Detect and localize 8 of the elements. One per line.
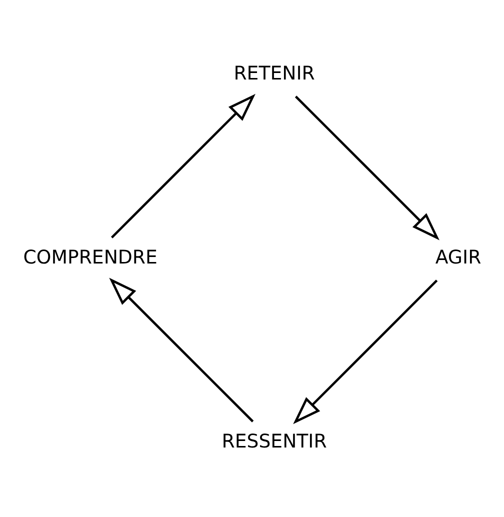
arrow	[110, 93, 255, 238]
arrow	[294, 95, 439, 240]
node-text: RETENIR	[233, 63, 314, 84]
node-text: AGIR	[434, 246, 481, 268]
arrow	[108, 277, 254, 422]
arrow	[292, 279, 438, 424]
node-text: COMPRENDRE	[22, 246, 157, 268]
node-text: RESSENTIR	[221, 430, 326, 452]
